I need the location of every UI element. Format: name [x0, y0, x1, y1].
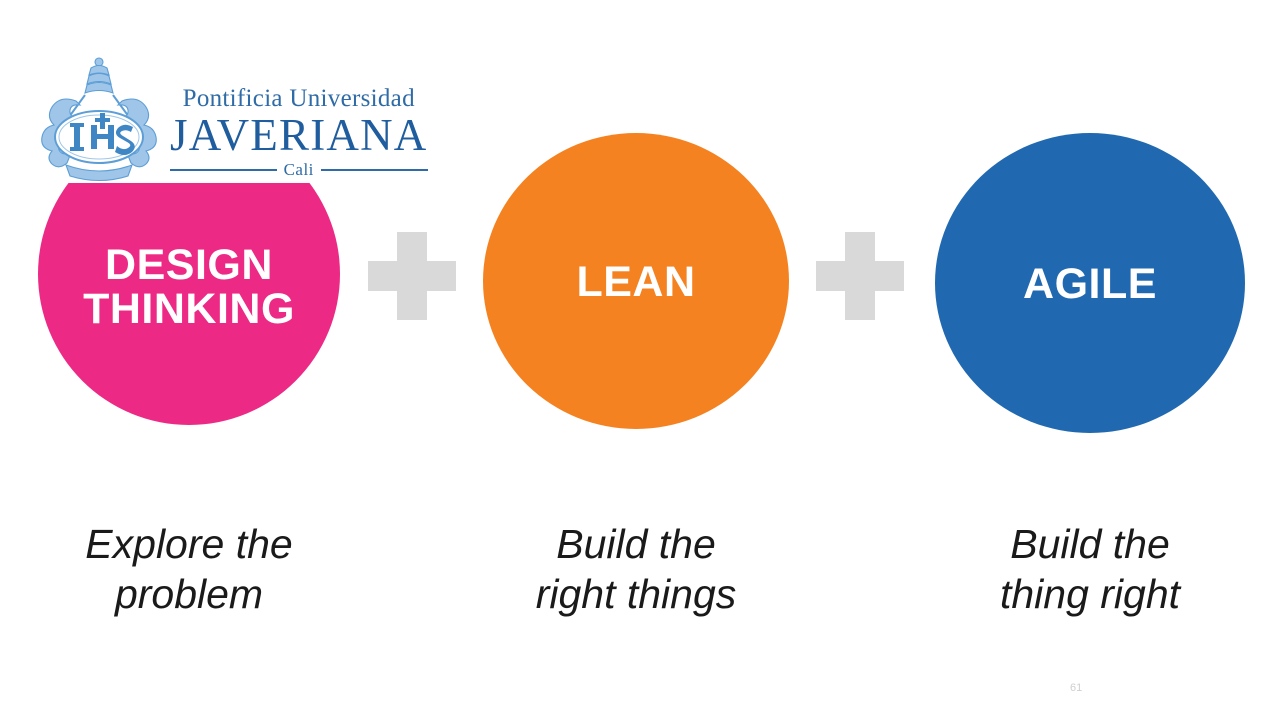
circle-design-thinking[interactable]: DESIGN THINKING [38, 183, 340, 425]
circle-lean[interactable]: LEAN [483, 133, 789, 429]
plus-bar-vertical [397, 232, 427, 320]
caption-lean: Build the right things [535, 521, 737, 618]
logo-line-pontificia: Pontificia Universidad [182, 85, 415, 112]
logo-cali-text: Cali [283, 160, 314, 179]
logo-rule-right [320, 168, 428, 171]
logo-line-javeriana: JAVERIANA [170, 110, 428, 160]
plus-icon-2 [816, 232, 904, 320]
logo-wordmark: Pontificia Universidad JAVERIANA Cali [170, 58, 428, 178]
university-logo: Pontificia Universidad JAVERIANA Cali [36, 52, 428, 184]
caption-design-thinking: Explore the problem [85, 521, 293, 618]
logo-line-cali: Cali [170, 161, 428, 178]
logo-rule-left [170, 168, 277, 171]
circle-design-thinking-label: DESIGN THINKING [83, 241, 295, 333]
page-number: 61 [1070, 682, 1083, 694]
circle-agile[interactable]: AGILE [935, 133, 1245, 433]
caption-agile: Build the thing right [999, 521, 1181, 618]
circle-lean-label: LEAN [576, 258, 696, 307]
javeriana-crest-ihs-icon [41, 57, 157, 182]
plus-bar-vertical [845, 232, 875, 320]
plus-icon-1 [368, 232, 456, 320]
circle-agile-label: AGILE [1023, 260, 1157, 309]
